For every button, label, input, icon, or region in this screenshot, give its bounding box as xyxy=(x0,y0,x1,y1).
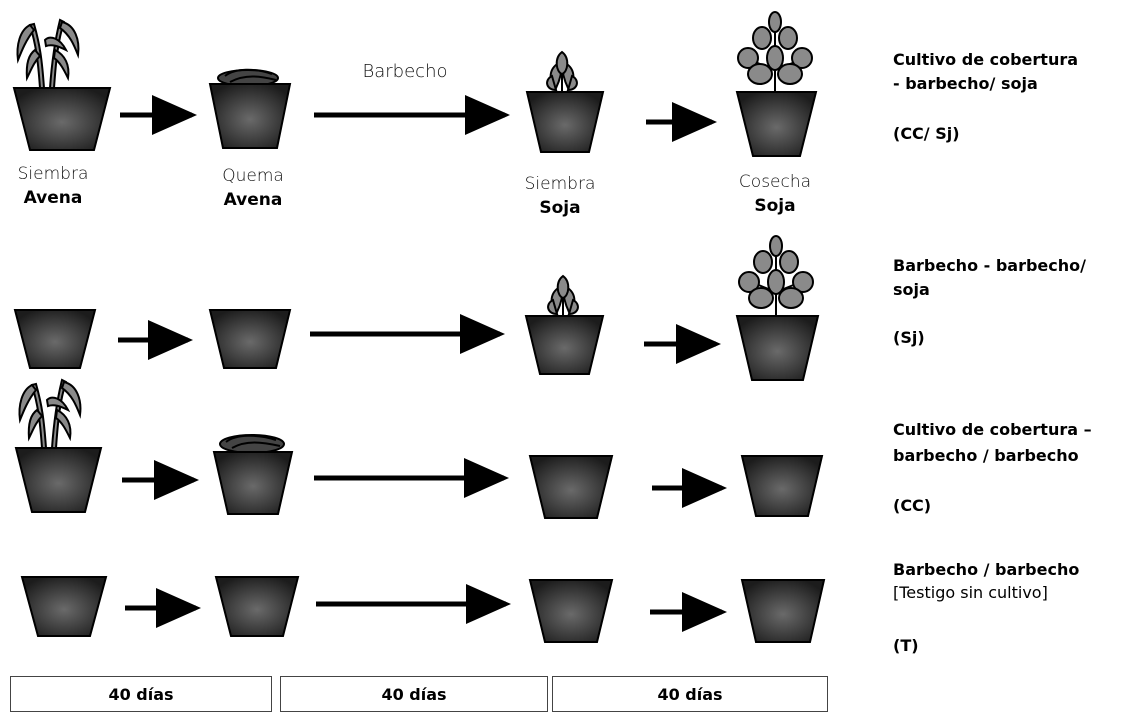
treatment-1-title-2: - barbecho/ soja xyxy=(893,74,1038,93)
treatment-1-code: (CC/ Sj) xyxy=(893,124,960,143)
row-1 xyxy=(12,11,818,157)
time-period-2: 40 días xyxy=(280,676,548,712)
row-4 xyxy=(20,576,826,643)
pot xyxy=(528,579,614,643)
treatment-4-note: [Testigo sin cultivo] xyxy=(893,583,1048,602)
soy-plant-icon xyxy=(737,11,813,92)
treatment-2-title-1: Barbecho - barbecho/ xyxy=(893,256,1086,275)
row-2 xyxy=(13,235,820,381)
pot xyxy=(735,315,820,381)
soja-label-2: Soja xyxy=(754,196,796,216)
treatment-2-title-2: soja xyxy=(893,280,930,299)
soja-label: Soja xyxy=(539,198,581,218)
soy-seedling-icon xyxy=(547,274,579,316)
pot xyxy=(524,315,605,375)
treatment-3-title-2: barbecho / barbecho xyxy=(893,446,1079,465)
siembra-soja-label: Siembra xyxy=(524,174,596,194)
avena-label: Avena xyxy=(23,188,83,208)
pot xyxy=(12,87,112,151)
pot xyxy=(528,455,614,519)
soy-seedling-icon xyxy=(546,50,578,92)
time-period-1: 40 días xyxy=(10,676,272,712)
cosecha-soja-label: Cosecha xyxy=(738,172,812,192)
quema-avena-label: Quema xyxy=(222,166,284,186)
siembra-avena-label: Siembra xyxy=(17,164,89,184)
oat-plant-icon xyxy=(18,378,82,449)
pot xyxy=(212,451,294,515)
burnt-residue-icon xyxy=(219,434,285,454)
time-period-3: 40 días xyxy=(552,676,828,712)
pot xyxy=(208,83,292,149)
treatment-4-title-1: Barbecho / barbecho xyxy=(893,560,1080,579)
treatment-3-code: (CC) xyxy=(893,496,932,515)
soy-plant-icon xyxy=(738,235,814,316)
treatment-1-title-1: Cultivo de cobertura xyxy=(893,50,1079,69)
treatment-3-title-1: Cultivo de cobertura – xyxy=(893,420,1092,439)
pot xyxy=(208,309,292,369)
pot xyxy=(525,91,605,153)
row-3 xyxy=(14,378,824,519)
burnt-residue-icon xyxy=(217,68,279,87)
pot xyxy=(14,447,103,513)
pot xyxy=(13,309,97,369)
pot xyxy=(740,455,824,517)
pot xyxy=(740,579,826,643)
oat-plant-icon xyxy=(16,18,80,89)
treatment-4-code: (T) xyxy=(893,636,919,655)
treatment-2-code: (Sj) xyxy=(893,328,925,347)
barbecho-label: Barbecho xyxy=(362,61,448,82)
pot xyxy=(735,91,818,157)
pot xyxy=(214,576,300,637)
pot xyxy=(20,576,108,637)
avena-label-2: Avena xyxy=(223,190,283,210)
